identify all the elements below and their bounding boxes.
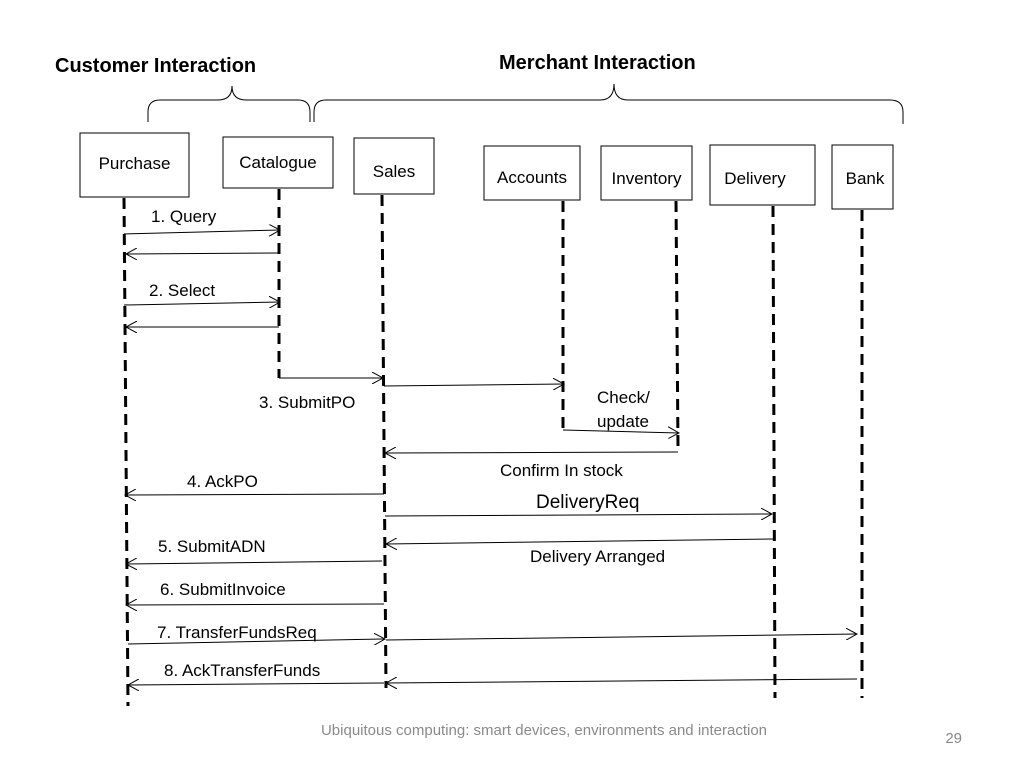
select-label: 2. Select (149, 281, 215, 300)
actor-inventory-label: Inventory (612, 169, 682, 188)
delivery-lifeline (771, 205, 777, 699)
check-update-arrow (562, 430, 679, 433)
submitinvoice-arrow (126, 604, 385, 605)
actor-sales-label: Sales (373, 162, 416, 181)
check-update-label-line1: Check/ (597, 388, 650, 407)
query-arrow (123, 230, 280, 234)
customer-interaction-header: Customer Interaction (55, 55, 256, 77)
sales-to-accounts-arrow (383, 384, 564, 386)
acktransferfunds-label: 8. AckTransferFunds (164, 661, 320, 680)
footer-caption: Ubiquitous computing: smart devices, env… (321, 722, 767, 739)
actor-sales: Sales (353, 137, 435, 195)
delivery-req-label: DeliveryReq (536, 492, 639, 513)
actor-accounts-label: Accounts (497, 168, 567, 187)
actor-catalogue: Catalogue (222, 136, 334, 189)
confirm-in-stock-label: Confirm In stock (500, 461, 623, 480)
transferfundsreq-label: 7. TransferFundsReq (157, 623, 317, 642)
actor-delivery: Delivery (709, 144, 816, 206)
acktransferfunds-arrow-2 (128, 683, 385, 685)
check-update-label-line2: update (597, 412, 649, 431)
sales-lifeline (380, 194, 388, 689)
acktransferfunds-arrow-1 (386, 679, 858, 683)
ackpo-label: 4. AckPO (187, 472, 258, 491)
actor-accounts: Accounts (483, 145, 581, 201)
delivery-req-arrow (384, 514, 772, 516)
actor-purchase: Purchase (79, 132, 190, 198)
actor-inventory: Inventory (600, 145, 693, 201)
select-arrow (123, 302, 280, 305)
query-return-arrow (126, 253, 280, 254)
purchase-lifeline (122, 197, 130, 707)
actor-purchase-label: Purchase (99, 154, 171, 173)
submitadn-label: 5. SubmitADN (158, 537, 266, 556)
submitinvoice-label: 6. SubmitInvoice (160, 580, 286, 599)
actor-delivery-label: Delivery (724, 169, 786, 188)
merchant-interaction-header: Merchant Interaction (499, 52, 696, 74)
inventory-lifeline (674, 200, 680, 449)
submitadn-arrow (126, 561, 383, 564)
submitpo-label: 3. SubmitPO (259, 393, 355, 412)
customer-brace (147, 85, 311, 122)
delivery-arranged-arrow (386, 539, 774, 544)
actor-catalogue-label: Catalogue (239, 153, 317, 172)
query-label: 1. Query (151, 207, 217, 226)
transferfundsreq-arrow-1 (127, 639, 385, 644)
merchant-brace (313, 83, 904, 124)
transferfundsreq-arrow-2 (385, 634, 857, 641)
delivery-arranged-label: Delivery Arranged (530, 547, 665, 566)
actor-bank-label: Bank (846, 169, 885, 188)
page-number: 29 (945, 730, 962, 747)
confirm-in-stock-arrow (385, 452, 679, 453)
ackpo-arrow (125, 494, 385, 495)
actor-bank: Bank (831, 144, 894, 210)
